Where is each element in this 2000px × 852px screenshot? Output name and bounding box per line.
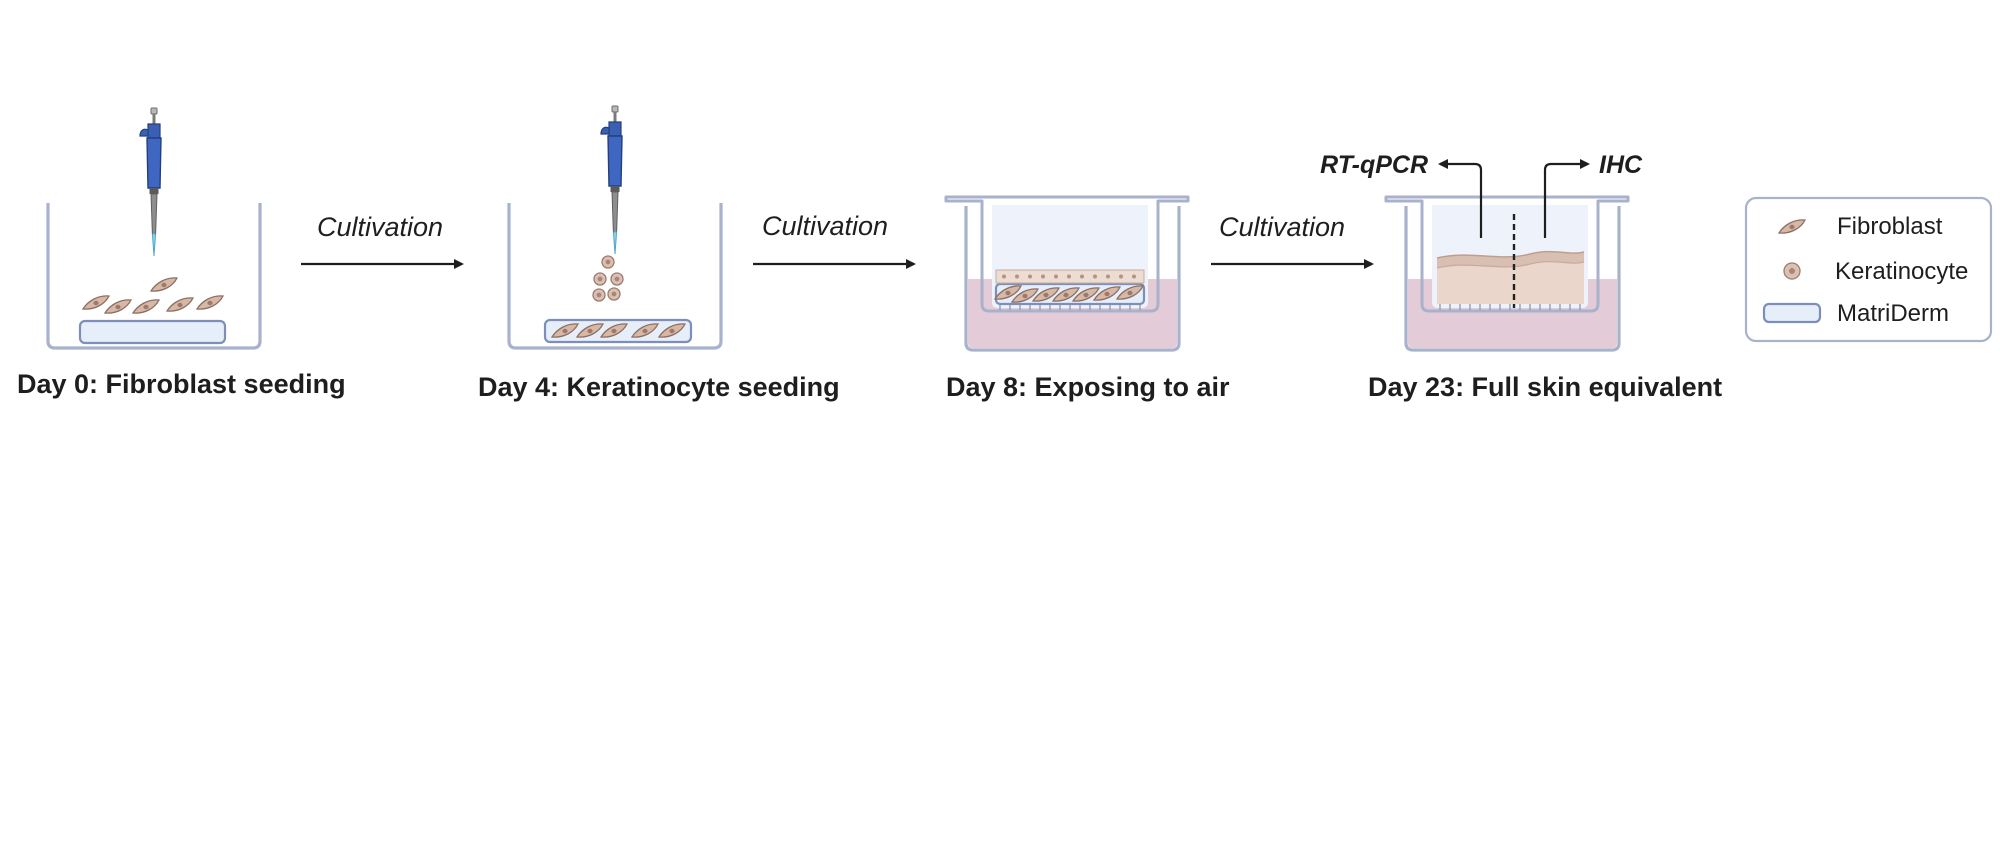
culture-well xyxy=(46,203,262,350)
arrow-label: Cultivation xyxy=(1219,212,1345,242)
cultivation-arrow-2: Cultivation xyxy=(753,211,916,269)
legend: Fibroblast Keratinocyte MatriDerm xyxy=(1744,196,1993,343)
cultivation-arrow-1: Cultivation xyxy=(301,212,464,269)
stage-label-day8: Day 8: Exposing to air xyxy=(946,372,1230,402)
ihc-label: IHC xyxy=(1599,151,1643,179)
keratinocyte-layer xyxy=(995,269,1145,284)
legend-label: MatriDerm xyxy=(1837,300,1949,327)
outer-well xyxy=(1404,206,1621,352)
matriderm-scaffold xyxy=(78,319,227,345)
stage-label-day0: Day 0: Fibroblast seeding xyxy=(17,369,346,399)
insert-membrane-pores xyxy=(1439,304,1581,310)
transwell-insert xyxy=(1384,195,1630,313)
legend-label: Fibroblast xyxy=(1837,213,1943,240)
legend-label: Keratinocyte xyxy=(1835,258,1968,285)
pipette-icon xyxy=(139,107,162,257)
stage-day23: RT-qPCR IHC Day 23: Full skin equivalent xyxy=(1320,151,1722,402)
legend-item-matriderm: MatriDerm xyxy=(1762,300,1949,327)
stage-day0: Day 0: Fibroblast seeding xyxy=(17,107,346,399)
ihc-arrow xyxy=(1543,159,1590,238)
keratinocyte-drops xyxy=(592,255,624,302)
culture-well xyxy=(507,203,723,350)
arrow-label: Cultivation xyxy=(762,211,888,241)
cultivation-arrow-3: Cultivation xyxy=(1211,212,1374,269)
legend-item-fibroblast: Fibroblast xyxy=(1778,213,1943,240)
rt-qpcr-arrow xyxy=(1438,159,1483,238)
arrow-label: Cultivation xyxy=(317,212,443,242)
transwell-insert xyxy=(944,195,1190,313)
skin-equivalent-tissue xyxy=(1436,250,1585,304)
legend-item-keratinocyte: Keratinocyte xyxy=(1783,258,1968,285)
stage-day8: Day 8: Exposing to air xyxy=(944,195,1230,402)
stage-label-day4: Day 4: Keratinocyte seeding xyxy=(478,372,840,402)
fibroblast-cells xyxy=(82,277,224,314)
pipette-icon xyxy=(600,105,623,255)
stage-label-day23: Day 23: Full skin equivalent xyxy=(1368,372,1722,402)
matriderm-icon xyxy=(1762,302,1822,324)
outer-well xyxy=(964,206,1181,352)
rt-qpcr-label: RT-qPCR xyxy=(1320,151,1428,179)
stage-day4: Day 4: Keratinocyte seeding xyxy=(478,105,840,402)
